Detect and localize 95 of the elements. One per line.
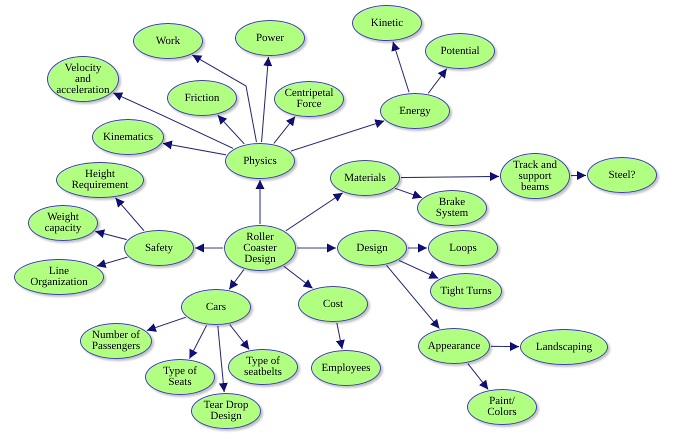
- concept-ellipse: [520, 329, 608, 365]
- arrow: [286, 192, 343, 232]
- arrow: [195, 244, 223, 252]
- arrow: [297, 244, 336, 252]
- node-label: Tear Drop Design: [202, 400, 250, 422]
- node-label: Type of seatbelts: [243, 356, 283, 378]
- arrow: [400, 172, 500, 182]
- node-label: Design: [356, 242, 388, 254]
- concept-ellipse: [28, 205, 98, 241]
- arrow: [162, 140, 226, 156]
- node-label: Tight Turns: [440, 286, 492, 296]
- node-label: Power: [256, 32, 284, 44]
- concept-ellipse: [425, 33, 495, 69]
- node-label: Landscaping: [536, 342, 592, 352]
- arrow: [113, 92, 234, 149]
- concept-ellipse: [80, 323, 152, 359]
- concept-ellipse: [298, 286, 368, 322]
- node-label: Height Requirement: [70, 169, 130, 191]
- arrow: [284, 266, 313, 289]
- node-label: Line Organization: [29, 266, 89, 288]
- arrow: [290, 119, 384, 152]
- arrow: [467, 363, 489, 390]
- node-label: Friction: [184, 92, 220, 104]
- concept-ellipse: [587, 157, 657, 193]
- node-label: Brake System: [434, 197, 470, 219]
- concept-ellipse: [228, 349, 298, 385]
- concept-ellipse: [14, 259, 104, 295]
- arrow: [273, 116, 296, 144]
- node-label: Centripetal Force: [284, 88, 334, 110]
- concept-ellipse: [167, 80, 237, 116]
- concept-ellipse: [330, 160, 400, 196]
- concept-ellipse: [274, 81, 344, 117]
- concept-ellipse: [92, 119, 164, 155]
- arrow: [428, 68, 448, 94]
- arrow: [398, 260, 439, 279]
- node-label: Paint/ Colors: [486, 396, 518, 418]
- arrow: [115, 197, 144, 232]
- node-label: Weight capacity: [44, 212, 82, 234]
- node-label: Cars: [206, 302, 226, 312]
- concept-ellipse: [181, 289, 251, 325]
- concept-ellipse: [124, 230, 194, 266]
- concept-ellipse: [145, 359, 215, 395]
- arrow: [394, 188, 422, 199]
- concept-ellipse: [224, 225, 296, 271]
- node-label: Type of Seats: [162, 366, 198, 388]
- concept-ellipse: [428, 230, 498, 266]
- arrow: [386, 265, 440, 329]
- concept-ellipse: [235, 20, 305, 56]
- node-label: Potential: [440, 46, 480, 56]
- arrow: [96, 256, 128, 268]
- arrow: [391, 42, 410, 92]
- arrow: [229, 324, 250, 350]
- arrow: [256, 180, 264, 224]
- node-label: Velocity and acceleration: [56, 62, 110, 96]
- concept-ellipse: [417, 190, 487, 226]
- node-label: Steel?: [608, 170, 636, 180]
- arrow: [228, 269, 244, 290]
- node-label: Kinematics: [102, 132, 154, 142]
- concept-ellipse: [191, 393, 261, 429]
- node-label: Roller Coaster Design: [242, 232, 278, 264]
- node-label: Employees: [322, 362, 370, 374]
- node-label: Appearance: [428, 340, 480, 352]
- arrow: [408, 244, 427, 252]
- concept-ellipse: [352, 5, 422, 41]
- concept-ellipse: [225, 143, 295, 179]
- node-label: Track and support beams: [512, 160, 558, 192]
- concept-ellipse: [133, 23, 203, 59]
- node-label: Safety: [144, 242, 174, 254]
- arrow: [217, 326, 228, 392]
- concept-ellipse: [380, 93, 450, 129]
- arrow: [217, 114, 245, 144]
- node-label: Cost: [322, 298, 344, 310]
- concept-ellipse: [430, 273, 502, 309]
- node-label: Number of Passengers: [90, 330, 142, 352]
- arrow: [570, 171, 586, 180]
- arrow: [490, 342, 520, 351]
- arrow: [188, 325, 208, 359]
- arrow: [192, 54, 258, 142]
- node-label: Materials: [344, 172, 386, 184]
- node-label: Physics: [243, 156, 277, 166]
- concept-ellipse: [418, 328, 490, 364]
- concept-ellipse: [467, 389, 537, 425]
- concept-ellipse: [56, 162, 144, 198]
- arrow: [336, 322, 345, 350]
- arrow: [261, 56, 272, 142]
- node-label: Kinetic: [370, 18, 404, 28]
- concept-ellipse: [311, 350, 381, 386]
- concept-ellipse: [500, 153, 570, 199]
- concept-ellipse: [337, 230, 407, 266]
- concept-ellipse: [47, 56, 119, 102]
- arrow: [95, 229, 127, 240]
- node-label: Work: [156, 36, 180, 46]
- node-label: Loops: [449, 242, 477, 254]
- node-label: Energy: [399, 106, 431, 116]
- arrow: [146, 316, 186, 332]
